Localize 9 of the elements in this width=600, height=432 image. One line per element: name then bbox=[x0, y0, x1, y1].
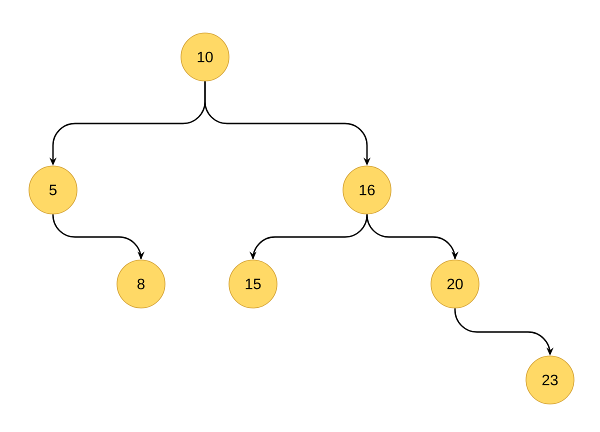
arrow bbox=[52, 214, 145, 260]
tree-node: 16 bbox=[342, 166, 392, 214]
tree-node: 15 bbox=[228, 260, 278, 308]
tree-node: 10 bbox=[180, 32, 230, 82]
tree-node: 8 bbox=[116, 260, 166, 308]
tree-node: 20 bbox=[430, 260, 480, 308]
tree-node: 23 bbox=[526, 356, 574, 404]
arrow bbox=[366, 214, 459, 260]
tree-node: 5 bbox=[28, 166, 78, 214]
